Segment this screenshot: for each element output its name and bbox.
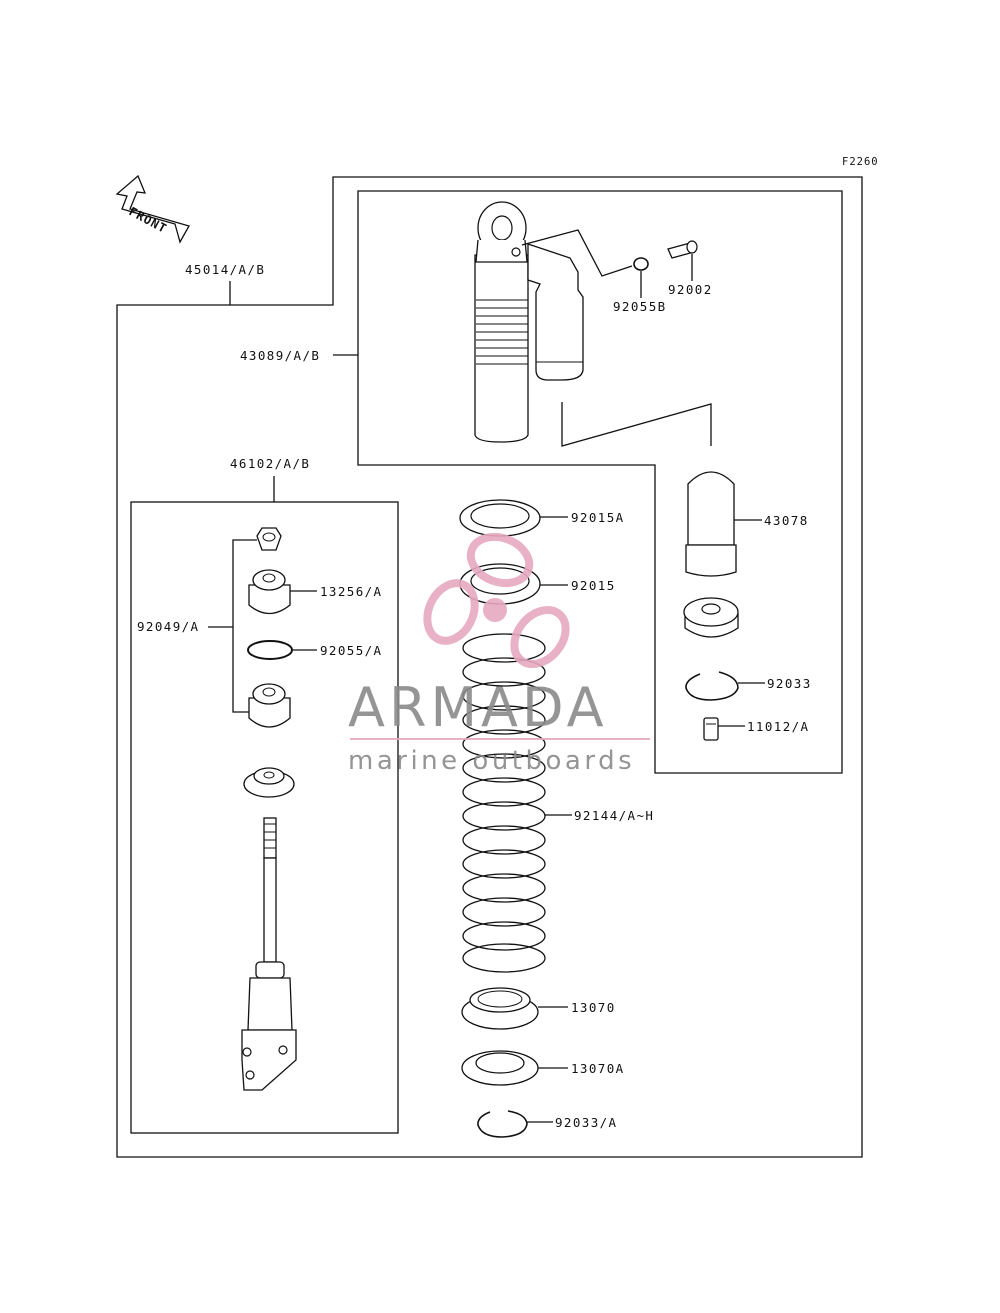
spring-seat-13070 xyxy=(461,987,539,1030)
circlip-92033 xyxy=(685,671,739,701)
front-label: FRONT xyxy=(127,204,170,236)
label-13070: 13070 xyxy=(571,1000,616,1015)
label-92033a: 92033/A xyxy=(555,1115,617,1130)
seat-stopper-13070a xyxy=(461,1050,539,1086)
watermark-logo: ARMADA marine outboards xyxy=(348,532,650,776)
label-92049: 92049/A xyxy=(137,619,199,634)
label-92015: 92015 xyxy=(571,578,616,593)
label-92015a: 92015A xyxy=(571,510,625,525)
label-11012: 11012/A xyxy=(747,719,809,734)
damper-rod xyxy=(241,817,297,1091)
reservoir-cap xyxy=(683,597,739,638)
valve-11012 xyxy=(703,717,719,741)
bushing-lower xyxy=(248,683,291,728)
label-13070a: 13070A xyxy=(571,1061,625,1076)
label-45014: 45014/A/B xyxy=(185,262,265,277)
bushing-13256 xyxy=(248,569,291,615)
label-13256: 13256/A xyxy=(320,584,382,599)
spring-92144 xyxy=(462,633,546,973)
body-frame xyxy=(357,190,843,774)
o-ring-92055b xyxy=(633,257,649,271)
circlip-92033a xyxy=(477,1110,528,1138)
label-43089: 43089/A/B xyxy=(240,348,320,363)
locknut-92015a xyxy=(459,499,541,537)
label-92144: 92144/A~H xyxy=(574,808,654,823)
front-arrow-icon: FRONT xyxy=(115,174,190,244)
shock-body xyxy=(474,201,584,443)
label-92055a: 92055/A xyxy=(320,643,382,658)
label-46102: 46102/A/B xyxy=(230,456,310,471)
watermark-tagline: marine outboards xyxy=(348,746,635,776)
outer-assembly-frame xyxy=(116,176,863,1158)
valve-92002 xyxy=(667,240,698,259)
label-92033: 92033 xyxy=(767,676,812,691)
o-ring-92055a xyxy=(247,640,293,660)
figure-code: F2260 xyxy=(842,156,879,168)
bladder-43078 xyxy=(685,471,737,577)
watermark-brand: ARMADA xyxy=(348,676,608,739)
label-92002: 92002 xyxy=(668,282,713,297)
label-92055b: 92055B xyxy=(613,299,667,314)
bump-stop xyxy=(243,767,295,798)
nut-top xyxy=(256,527,282,551)
rod-frame xyxy=(130,501,399,1134)
propeller-icon xyxy=(423,532,570,668)
label-43078: 43078 xyxy=(764,513,809,528)
